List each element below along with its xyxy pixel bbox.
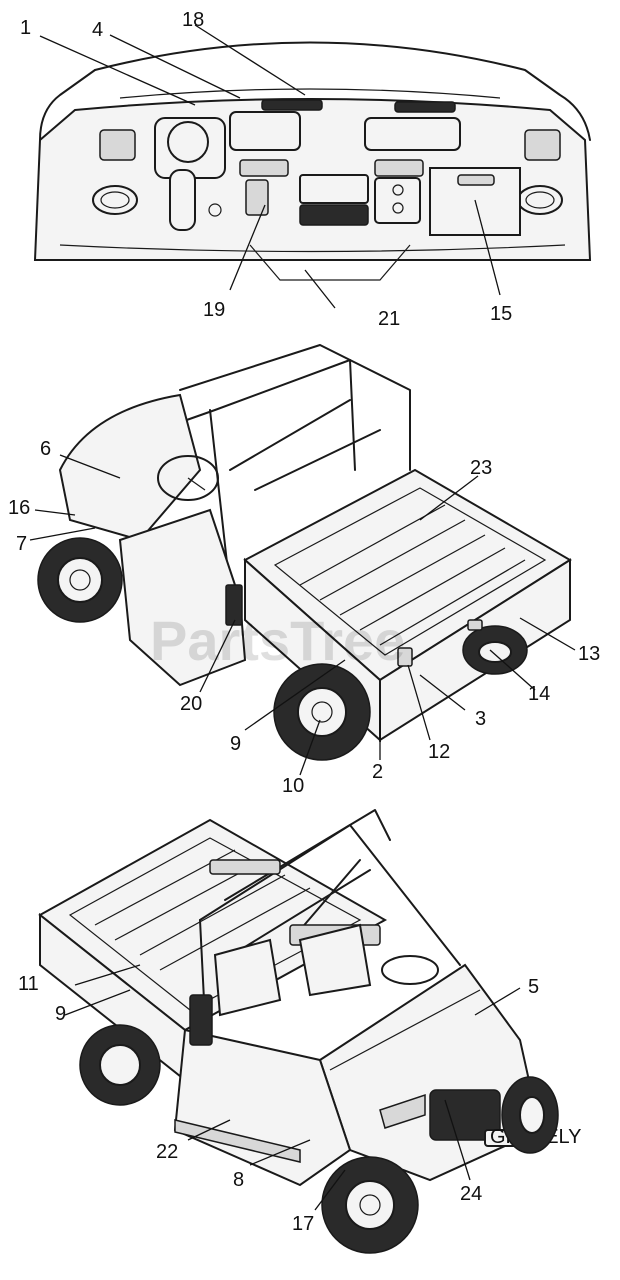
callout-21: 21 [378,308,400,330]
callout-22: 22 [156,1141,178,1163]
callout-19: 19 [203,299,225,321]
callout-9-top: 9 [230,733,241,755]
callout-15: 15 [490,303,512,325]
callout-18: 18 [182,9,204,31]
callout-14: 14 [528,683,550,705]
rear-left-wheel-2 [79,1024,161,1106]
callout-9-bottom: 9 [55,1003,66,1025]
callout-17: 17 [292,1213,314,1235]
front-left-view: GRAVELY [38,809,582,1254]
callout-10: 10 [282,775,304,797]
rear-right-view: PartsTree [37,344,572,761]
callout-12: 12 [428,741,450,763]
callout-7: 7 [16,533,27,555]
dashboard-view [33,41,592,281]
callout-3: 3 [475,708,486,730]
front-right-wheel-2 [501,1076,559,1154]
callout-20: 20 [180,693,202,715]
callout-labels: 1 4 18 19 21 15 6 16 7 23 13 14 3 12 2 1… [8,9,600,1235]
callout-6: 6 [40,438,51,460]
callout-13: 13 [578,643,600,665]
rear-left-wheel [462,625,528,675]
leader-lines [29,24,576,1211]
callout-1: 1 [20,17,31,39]
callout-11: 11 [18,973,39,995]
front-left-wheel-2 [321,1156,419,1254]
front-left-wheel [37,537,123,623]
callout-2: 2 [372,761,383,783]
callout-24: 24 [460,1183,482,1205]
callout-8: 8 [233,1169,244,1191]
rear-right-wheel [273,663,371,761]
callout-16: 16 [8,497,30,519]
callout-4: 4 [92,19,103,41]
watermark-text: PartsTree [150,609,405,672]
callout-5: 5 [528,976,539,998]
callout-23: 23 [470,457,492,479]
